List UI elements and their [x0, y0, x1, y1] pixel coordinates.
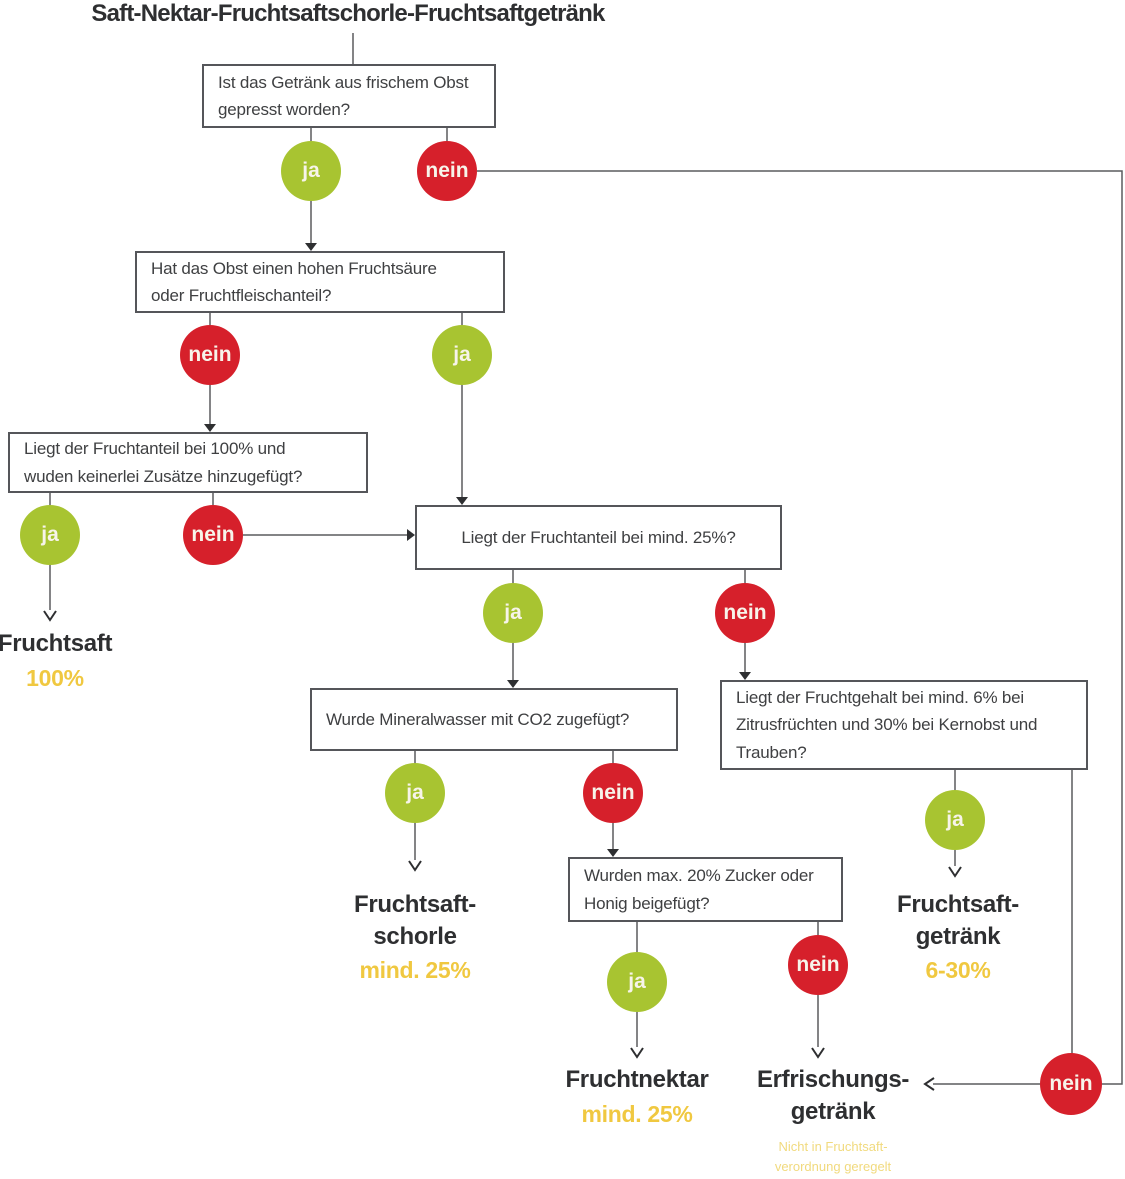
answer-ja-content-min25: ja	[483, 583, 543, 643]
result-fruchtsaftschorle: Fruchtsaft- schorle mind. 25%	[315, 889, 515, 986]
question-box-content-6-30: Liegt der Fruchtgehalt bei mind. 6% bei …	[720, 680, 1088, 770]
question-text: Liegt der Fruchtgehalt bei mind. 6% bei …	[736, 688, 1038, 762]
question-text: Liegt der Fruchtanteil bei 100% und wude…	[24, 439, 303, 486]
answer-ja-content-100: ja	[20, 505, 80, 565]
answer-ja-fresh-pressed: ja	[281, 141, 341, 201]
answer-nein-mineral-water: nein	[583, 763, 643, 823]
answer-label: ja	[406, 781, 424, 804]
result-value: 6-30%	[925, 957, 991, 984]
answer-ja-mineral-water: ja	[385, 763, 445, 823]
question-text: Ist das Getränk aus frischem Obst gepres…	[218, 72, 469, 119]
question-text: Wurden max. 20% Zucker oder Honig beigef…	[584, 866, 814, 913]
result-value: mind. 25%	[581, 1100, 693, 1127]
answer-nein-content-min25: nein	[715, 583, 775, 643]
answer-label: ja	[946, 808, 964, 831]
answer-label: ja	[41, 523, 59, 546]
question-text: Hat das Obst einen hohen Fruchtsäure ode…	[151, 258, 437, 305]
answer-label: nein	[191, 523, 235, 546]
answer-label: nein	[1049, 1072, 1093, 1095]
answer-label: nein	[188, 343, 232, 366]
result-name: Fruchtsaft- schorle	[353, 891, 477, 950]
answer-nein-high-acid: nein	[180, 325, 240, 385]
result-note: Nicht in Fruchtsaft- verordnung geregelt	[774, 1139, 892, 1175]
answer-nein-content-6-30: nein	[1040, 1053, 1102, 1115]
question-box-fresh-pressed: Ist das Getränk aus frischem Obst gepres…	[202, 64, 496, 128]
answer-label: nein	[591, 781, 635, 804]
question-box-sugar-honey: Wurden max. 20% Zucker oder Honig beigef…	[568, 857, 843, 922]
answer-ja-high-acid: ja	[432, 325, 492, 385]
answer-label: nein	[796, 953, 840, 976]
result-fruchtnektar: Fruchtnektar mind. 25%	[527, 1064, 747, 1129]
question-text: Wurde Mineralwasser mit CO2 zugefügt?	[326, 709, 630, 729]
question-box-high-acid: Hat das Obst einen hohen Fruchtsäure ode…	[135, 251, 505, 313]
result-name: Fruchtnektar	[565, 1066, 709, 1093]
question-box-content-100: Liegt der Fruchtanteil bei 100% und wude…	[8, 432, 368, 493]
answer-label: ja	[302, 159, 320, 182]
answer-label: nein	[425, 159, 469, 182]
result-erfrischungsgetraenk: Erfrischungs- getränk Nicht in Fruchtsaf…	[722, 1064, 944, 1178]
answer-label: ja	[504, 601, 522, 624]
result-fruchtsaft: Fruchtsaft 100%	[0, 628, 120, 693]
answer-nein-sugar-honey: nein	[788, 935, 848, 995]
result-name: Erfrischungs- getränk	[756, 1066, 910, 1125]
result-fruchtsaftgetraenk: Fruchtsaft- getränk 6-30%	[858, 889, 1058, 986]
result-name: Fruchtsaft- getränk	[896, 891, 1020, 950]
result-name: Fruchtsaft	[0, 630, 113, 657]
answer-ja-content-6-30: ja	[925, 790, 985, 850]
question-box-content-min25: Liegt der Fruchtanteil bei mind. 25%?	[415, 505, 782, 570]
answer-label: ja	[453, 343, 471, 366]
question-text: Liegt der Fruchtanteil bei mind. 25%?	[461, 527, 736, 547]
answer-nein-fresh-pressed: nein	[417, 141, 477, 201]
question-box-mineral-water: Wurde Mineralwasser mit CO2 zugefügt?	[310, 688, 678, 751]
answer-label: ja	[628, 970, 646, 993]
answer-nein-content-100: nein	[183, 505, 243, 565]
result-value: mind. 25%	[359, 957, 471, 984]
result-value: 100%	[26, 664, 84, 691]
answer-ja-sugar-honey: ja	[607, 952, 667, 1012]
page-title: Saft-Nektar-Fruchtsaftschorle-Fruchtsaft…	[91, 0, 605, 27]
answer-label: nein	[723, 601, 767, 624]
